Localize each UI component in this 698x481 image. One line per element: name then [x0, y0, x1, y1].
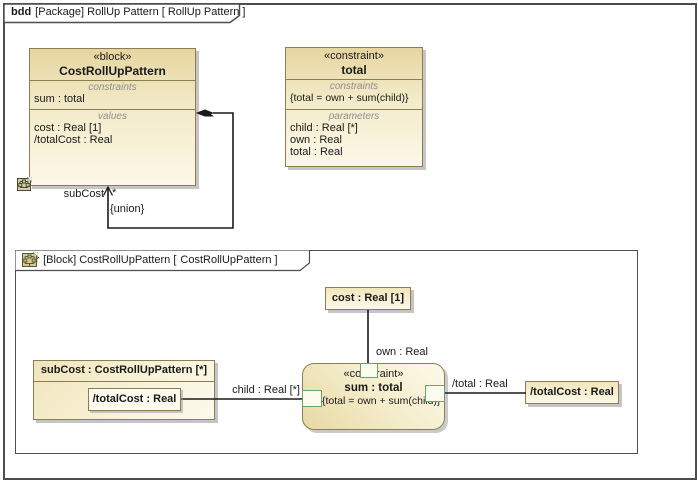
constraint-property-expression: {total = own + sum(child)} — [322, 395, 441, 407]
nested-value-property-totalcost[interactable]: /totalCost : Real — [88, 388, 181, 411]
block-value-item-cost[interactable]: cost : Real [1] — [34, 122, 102, 134]
constraint-property-name: sum : total — [344, 382, 403, 394]
block-name: CostRollUpPattern — [59, 64, 166, 78]
association-union-constraint-label[interactable]: {union} — [110, 203, 145, 215]
parametric-diagram-icon — [22, 252, 38, 267]
bdd-diagram-frame[interactable] — [3, 3, 697, 480]
bdd-diagram-tab[interactable]: bdd[Package] RollUp Pattern [ RollUp Pat… — [4, 4, 246, 24]
constraint-title-compartment: «constraint» total — [286, 48, 422, 79]
block-title-compartment: «block» CostRollUpPattern — [30, 49, 195, 80]
par-diagram-frame[interactable] — [15, 250, 638, 454]
parameter-item-own[interactable]: own : Real — [290, 134, 342, 146]
constraint-block-total[interactable]: «constraint» total constraints {total = … — [285, 47, 423, 167]
parameter-item-child[interactable]: child : Real [*] — [290, 122, 358, 134]
constraint-expression-item[interactable]: {total = own + sum(child)} — [290, 92, 409, 104]
constraints-section-label: constraints — [88, 82, 137, 93]
association-multiplicity-label[interactable]: * — [112, 187, 117, 199]
tab-outline — [15, 250, 311, 272]
subcost-part-title: subCost : CostRollUpPattern [*] — [40, 364, 208, 376]
diagram-title-label: [Package] RollUp Pattern [ RollUp Patter… — [35, 6, 246, 18]
constraints-section-label: constraints — [329, 81, 379, 92]
value-property-cost[interactable]: cost : Real [1] — [325, 287, 411, 310]
association-end-name-label[interactable]: subCost — [63, 188, 104, 200]
block-stereotype: «block» — [93, 51, 132, 63]
parameter-item-total[interactable]: total : Real — [290, 146, 343, 158]
parameter-port-own[interactable] — [360, 363, 378, 378]
constraint-constraints-compartment[interactable]: constraints {total = own + sum(child)} — [286, 79, 422, 109]
par-diagram-tab[interactable]: par [Block] CostRollUpPattern [ CostRoll… — [15, 250, 311, 272]
values-section-label: values — [98, 111, 127, 122]
block-constraints-compartment[interactable]: constraints sum : total — [30, 80, 195, 109]
bdd-tab-text: bdd[Package] RollUp Pattern [ RollUp Pat… — [11, 4, 246, 21]
par-tab-context-label: [Block] CostRollUpPattern [ — [43, 254, 177, 266]
total-parameter-label[interactable]: /total : Real — [452, 378, 508, 390]
own-parameter-label[interactable]: own : Real — [376, 346, 428, 358]
diagram-kind-label: bdd — [11, 6, 32, 18]
parameters-section-label: parameters — [328, 111, 380, 122]
block-values-compartment[interactable]: values cost : Real [1] /totalCost : Real — [30, 109, 195, 185]
constraint-parameters-compartment[interactable]: parameters child : Real [*] own : Real t… — [286, 109, 422, 166]
par-tab-text: par [Block] CostRollUpPattern [ CostRoll… — [22, 252, 278, 269]
subcost-part-body — [34, 381, 214, 419]
parameter-port-total[interactable] — [425, 385, 445, 402]
parameter-port-child[interactable] — [302, 390, 322, 407]
value-property-totalcost[interactable]: /totalCost : Real — [525, 381, 619, 404]
block-value-item-totalcost[interactable]: /totalCost : Real — [34, 134, 113, 146]
constraint-stereotype: «constraint» — [324, 50, 384, 62]
parametric-diagram-icon[interactable] — [17, 177, 32, 192]
block-costrolluppattern[interactable]: «block» CostRollUpPattern constraints su… — [29, 48, 196, 186]
block-constraint-item[interactable]: sum : total — [34, 93, 85, 105]
par-tab-diagram-name-label: CostRollUpPattern ] — [180, 254, 278, 266]
child-parameter-label[interactable]: child : Real [*] — [232, 384, 300, 396]
tab-outline — [4, 4, 241, 24]
constraint-name: total — [341, 63, 367, 77]
